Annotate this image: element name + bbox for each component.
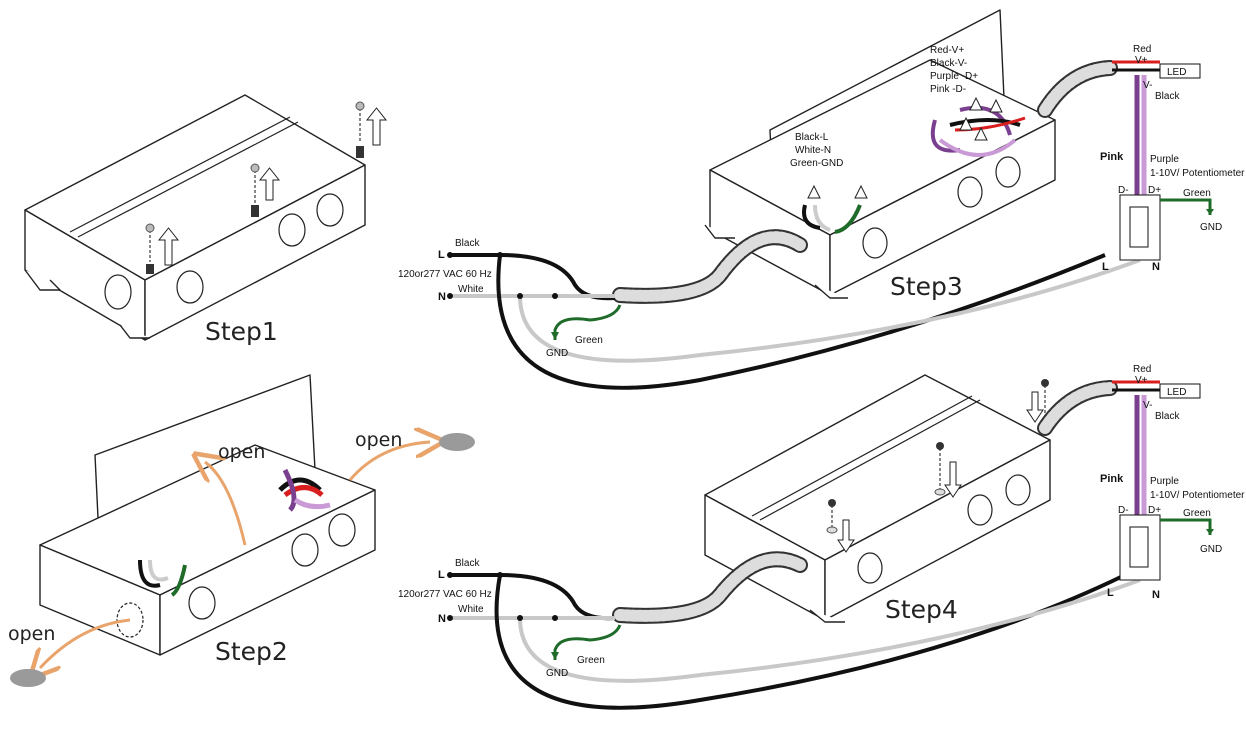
step1-junction-box [24,94,388,341]
dimmer-n-label: N [1152,589,1160,601]
step4-dimmer [1112,380,1214,581]
dimmer-pink-label: Pink [1100,473,1124,485]
dimmer-potentiometer-label: 1-10V/ Potentiometer [1150,168,1245,179]
dimmer-potentiometer-label: 1-10V/ Potentiometer [1150,490,1245,501]
dimmer-red-label: Red [1133,44,1151,55]
supply-n-label: N [438,291,446,303]
dimmer-vplus-label: V+ [1135,55,1148,66]
box-label-red-v: Red-V+ [930,45,964,56]
supply-black-label: Black [455,238,480,249]
knockout-plug-icon [10,669,46,687]
open-label: open [218,441,265,463]
screw-icon [355,101,388,158]
screw-icon [145,223,180,274]
supply-green-label: Green [575,335,603,346]
step2-junction-box [39,374,376,656]
box-label-white-n: White-N [795,145,831,156]
dimmer-vplus-label: V+ [1135,375,1148,386]
step4-junction-box [704,374,1051,623]
dimmer-vminus-label: V- [1143,400,1152,411]
dimmer-green-label: Green [1183,508,1211,519]
supply-black-label: Black [455,558,480,569]
screw-icon [934,442,962,498]
supply-green-label: Green [577,655,605,666]
dimmer-purple-label: Purple [1150,476,1179,487]
step3-label: Step3 [890,272,963,301]
dimmer-black-label: Black [1155,411,1180,422]
dimmer-dminus-label: D- [1118,505,1129,516]
led-icon [1159,383,1201,399]
supply-voltage-label: 120or277 VAC 60 Hz [398,589,492,600]
dimmer-black-label: Black [1155,91,1180,102]
supply-voltage-label: 120or277 VAC 60 Hz [398,269,492,280]
dimmer-led-label: LED [1167,67,1186,78]
step4-supply-wires [447,572,1141,710]
knockout-plug-icon [439,433,475,451]
dimmer-led-label: LED [1167,387,1186,398]
step3-dimmer [1112,60,1214,261]
supply-gnd-label: GND [546,348,568,359]
dimmer-n-label: N [1152,261,1160,273]
step3-junction-box [704,9,1056,299]
dimmer-gnd-label: GND [1200,222,1222,233]
dimmer-vminus-label: V- [1143,80,1152,91]
dimmer-purple-label: Purple [1150,154,1179,165]
step3-supply-wires [447,252,1141,390]
step2-label: Step2 [215,637,288,666]
supply-white-label: White [458,284,484,295]
supply-l-label: L [438,569,445,581]
box-label-green-gnd: Green-GND [790,158,843,169]
led-icon [1159,63,1201,79]
open-arrow-icon [348,442,430,481]
open-arrow-icon [40,618,131,668]
dimmer-l-label: L [1107,587,1114,599]
open-label: open [355,429,402,451]
open-label: open [8,623,55,645]
dimmer-pink-label: Pink [1100,151,1124,163]
open-arrow-icon [205,462,247,546]
screw-icon [250,163,281,217]
dimmer-gnd-label: GND [1200,544,1222,555]
supply-white-label: White [458,604,484,615]
dimmer-dminus-label: D- [1118,185,1129,196]
dimmer-green-label: Green [1183,188,1211,199]
supply-l-label: L [438,249,445,261]
screw-icon [826,499,855,553]
supply-n-label: N [438,613,446,625]
dimmer-dplus-label: D+ [1148,505,1161,516]
dimmer-dplus-label: D+ [1148,185,1161,196]
box-label-black-v: Black-V- [930,58,967,69]
dimmer-red-label: Red [1133,364,1151,375]
dimmer-l-label: L [1102,261,1109,273]
box-label-purple-d: Purple -D+ [930,71,978,82]
box-label-black-l: Black-L [795,132,829,143]
box-label-pink-d: Pink -D- [930,84,966,95]
step4-label: Step4 [885,595,958,624]
step1-label: Step1 [205,317,278,346]
supply-gnd-label: GND [546,668,568,679]
